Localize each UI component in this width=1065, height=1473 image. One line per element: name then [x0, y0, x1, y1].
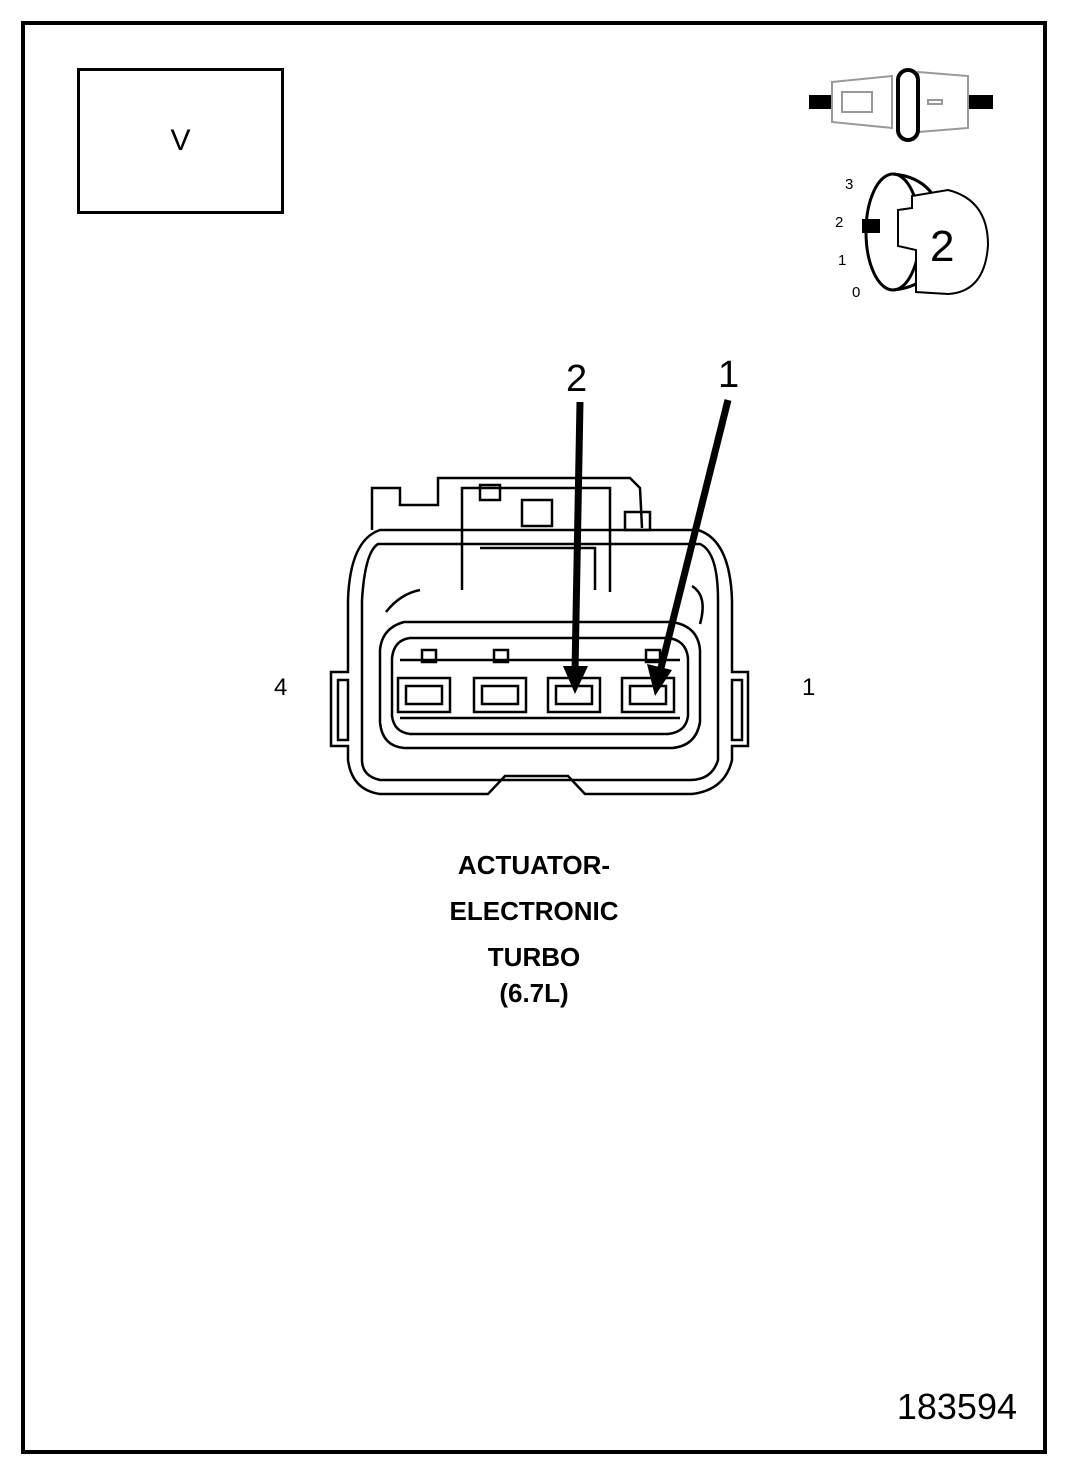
- connector-title: ACTUATOR- ELECTRONIC TURBO: [384, 842, 684, 980]
- dial-position-2: 2: [835, 214, 844, 231]
- pin-cavity-2: [546, 676, 602, 714]
- diagram-frame: [21, 21, 1047, 1454]
- callout-arrow-2: [563, 401, 588, 694]
- mating-connector-icon: [809, 68, 993, 142]
- pin-cavity-4: [396, 676, 452, 714]
- callout-arrow-1: [647, 399, 732, 696]
- mode-box-label: V: [170, 124, 191, 157]
- callout-label-2: 2: [566, 358, 588, 400]
- callout-label-1: 1: [718, 354, 740, 396]
- connector-body: [329, 476, 750, 796]
- dial-selected-value: 2: [930, 222, 955, 271]
- engine-label: (6.7L): [499, 978, 569, 1008]
- pin-end-label-right: 1: [802, 674, 816, 701]
- dial-position-0: 0: [852, 284, 861, 301]
- pin-end-label-left: 4: [274, 674, 288, 701]
- dial-position-1: 1: [838, 252, 847, 269]
- mode-box: V: [77, 68, 284, 214]
- connector-title-line: ELECTRONIC: [449, 896, 619, 926]
- figure-number: 183594: [896, 1386, 1017, 1427]
- pin-cavity-1: [620, 676, 676, 714]
- view-dial-icon: [862, 172, 990, 296]
- connector-title-line: ACTUATOR-: [457, 850, 611, 880]
- pin-cavity-3: [472, 676, 528, 714]
- dial-position-3: 3: [845, 176, 854, 193]
- connector-title-line: TURBO: [487, 942, 581, 972]
